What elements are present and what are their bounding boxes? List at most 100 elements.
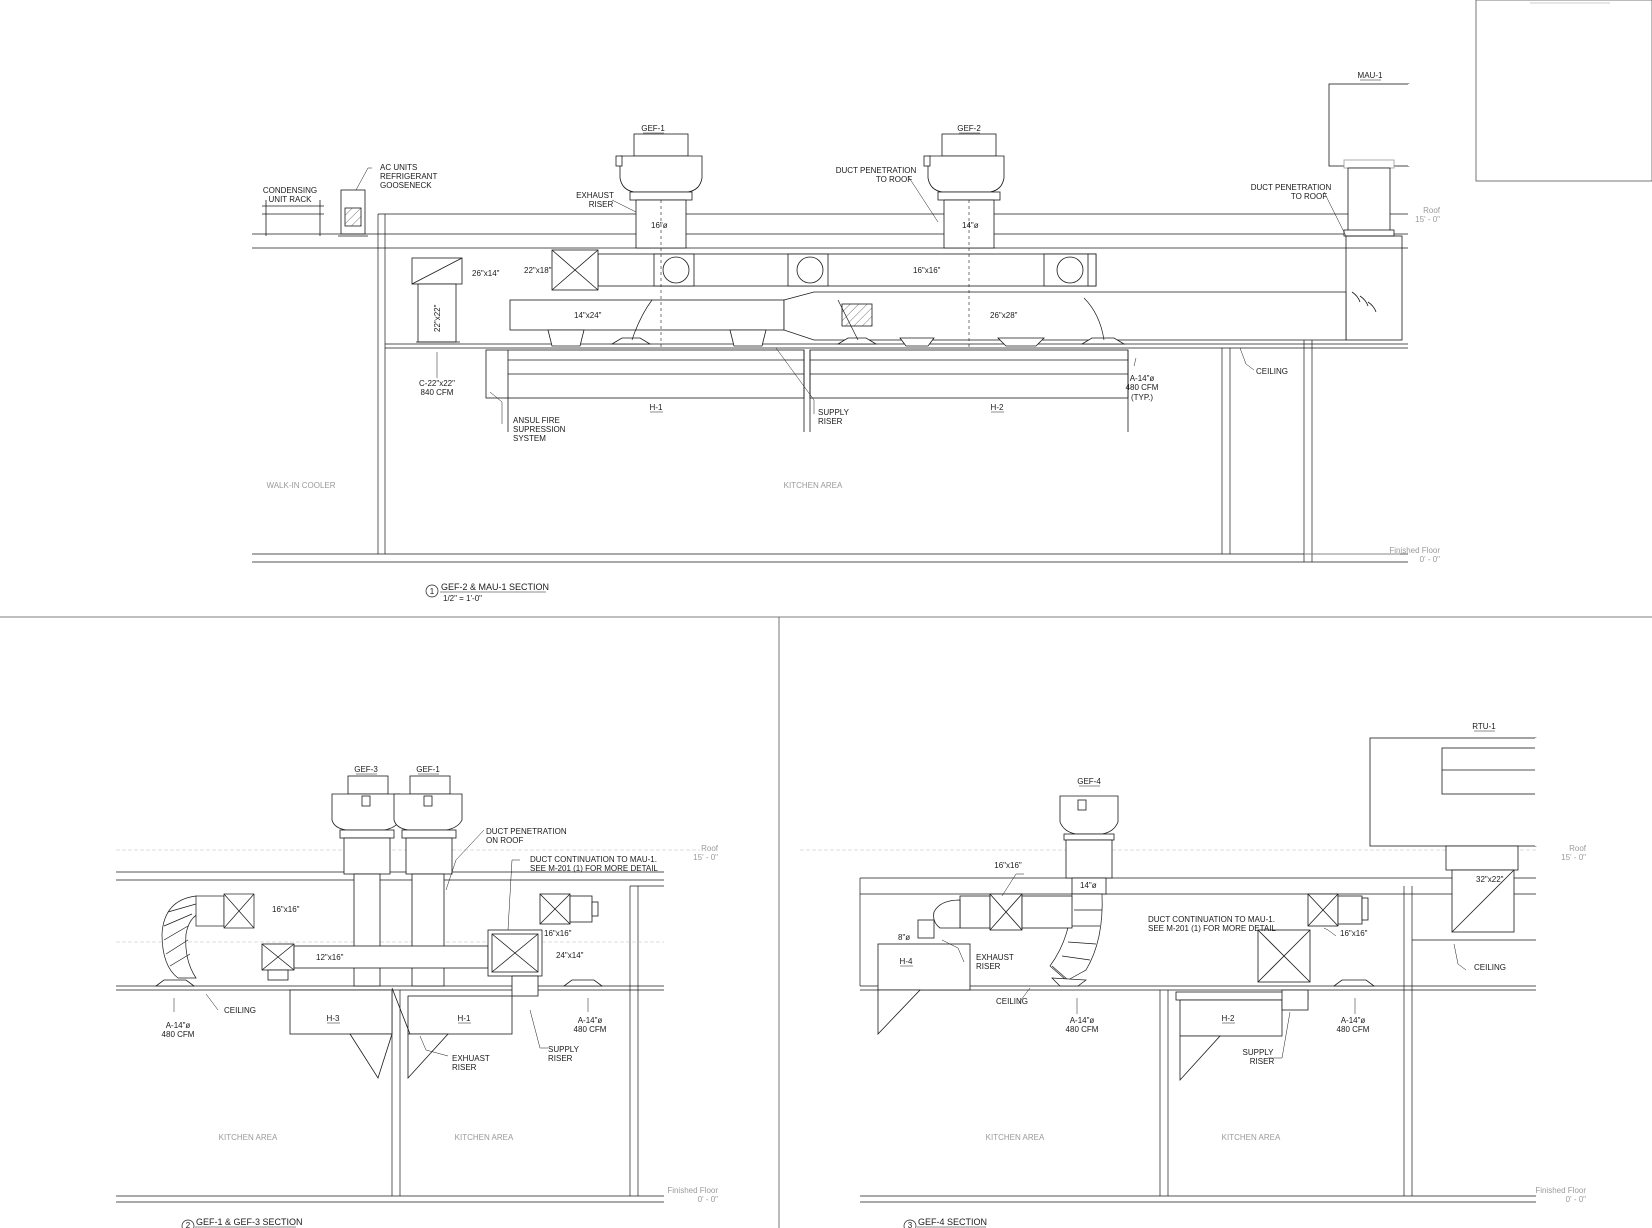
ceiling-label-b: CEILING [1474, 963, 1506, 972]
gef-2-label: GEF-2 [957, 124, 981, 133]
ceiling-diffusers [154, 979, 604, 987]
ansul-label-2: SUPRESSION [513, 425, 566, 434]
duct-pen-2-label-1: DUCT PENETRATION [1251, 183, 1332, 192]
hood-h2 [1175, 989, 1309, 1082]
rtu-1-label: RTU-1 [1472, 722, 1496, 731]
size-14x24: 14"x24" [574, 311, 602, 320]
duct-pen-1-label-1: DUCT PENETRATION [836, 166, 917, 175]
size-26x14: 26"x14" [472, 269, 500, 278]
section-3-title-block: 3 GEF-4 SECTION [903, 1217, 987, 1228]
h-1-label: H-1 [650, 403, 663, 412]
duct-cont-label-1: DUCT CONTINUATION TO MAU-1. [530, 855, 657, 864]
floor-level-label: Finished Floor [1389, 546, 1440, 555]
h-3-label: H-3 [327, 1014, 340, 1023]
section-1-labels: GEF-1 GEF-2 MAU-1 CONDENSING UNIT RACK A… [263, 71, 1441, 564]
gef-3-fan [331, 775, 401, 987]
roof-level-value: 15' - 0" [1561, 853, 1586, 862]
size-16-dia: 16"ø [651, 221, 668, 230]
floor-level-label: Finished Floor [667, 1186, 718, 1195]
duct-cont-label-2: SEE M-201 (1) FOR MORE DETAIL [1148, 924, 1276, 933]
section-1-scale: 1/2" = 1'-0" [443, 594, 482, 603]
ac-units-label-3: GOOSENECK [380, 181, 432, 190]
duct-pen-2-label-2: TO ROOF [1291, 192, 1327, 201]
duct-pen-label-2: ON ROOF [486, 836, 523, 845]
ceiling-diffusers [547, 329, 1126, 347]
size-14-dia: 14"ø [962, 221, 979, 230]
size-26x28: 26"x28" [990, 311, 1018, 320]
duct-pen-label-1: DUCT PENETRATION [486, 827, 567, 836]
exhaust-duct-12x16 [261, 943, 489, 981]
section-2-title-block: 2 GEF-1 & GEF-3 SECTION [181, 1217, 303, 1228]
size-8-dia: 8"ø [898, 933, 910, 942]
supply-equipment [1257, 893, 1369, 983]
a-right-label-2: 480 CFM [574, 1025, 607, 1034]
exhaust-riser-label-1: EXHUAST [452, 1054, 490, 1063]
roof-level-label: Roof [1569, 844, 1587, 853]
building-lines [859, 877, 1536, 1203]
size-14-dia: 14"ø [1080, 881, 1097, 890]
section-2-title: GEF-1 & GEF-3 SECTION [196, 1217, 303, 1227]
a-diffuser-label-1: A-14"ø [1130, 374, 1155, 383]
ansul-label-3: SYSTEM [513, 434, 546, 443]
condensing-unit-rack [262, 200, 324, 236]
size-16x16-a: 16"x16" [994, 861, 1022, 870]
ac-units-label-1: AC UNITS [380, 163, 417, 172]
roof-level-value: 15' - 0" [1415, 215, 1440, 224]
section-1-title-block: 1 GEF-2 & MAU-1 SECTION 1/2" = 1'-0" [425, 582, 549, 603]
kitchen-area-label-b: KITCHEN AREA [1222, 1133, 1281, 1142]
exhaust-riser-label-2: RISER [976, 962, 1001, 971]
mau-1-label: MAU-1 [1358, 71, 1383, 80]
kitchen-area-label-a: KITCHEN AREA [219, 1133, 278, 1142]
a-mid-label-2: 480 CFM [1066, 1025, 1099, 1034]
kitchen-hoods [485, 349, 1129, 432]
ceiling-label: CEILING [224, 1006, 256, 1015]
c-diffuser-label-1: C-22"x22" [419, 379, 455, 388]
ac-unit [338, 189, 368, 237]
section-3-title: GEF-4 SECTION [918, 1217, 987, 1227]
a-right-label-1: A-14"ø [578, 1016, 603, 1025]
supply-riser-label-2: RISER [1250, 1057, 1275, 1066]
ceiling-label-a: CEILING [996, 997, 1028, 1006]
a-right-label-2: 480 CFM [1337, 1025, 1370, 1034]
section-1-number: 1 [430, 587, 435, 596]
section-3-number: 3 [908, 1221, 913, 1228]
gef-4-fan [1059, 795, 1119, 895]
floor-level-value: 0' - 0" [698, 1195, 719, 1204]
rtu-1-unit [1369, 737, 1537, 933]
a-left-label-1: A-14"ø [166, 1021, 191, 1030]
gef-1-label: GEF-1 [641, 124, 665, 133]
h-2-label: H-2 [991, 403, 1004, 412]
section-1-gef2-mau1: GEF-1 GEF-2 MAU-1 CONDENSING UNIT RACK A… [252, 71, 1441, 603]
size-12x16: 12"x16" [316, 953, 344, 962]
a-right-label-1: A-14"ø [1341, 1016, 1366, 1025]
size-16x16-b: 16"x16" [544, 929, 572, 938]
section-3-gef4: GEF-4 RTU-1 16"x16" 14"ø 8"ø DUCT CONTIN… [800, 722, 1587, 1228]
gef-1-label: GEF-1 [416, 765, 440, 774]
supply-box [411, 257, 463, 343]
roof-level-value: 15' - 0" [693, 853, 718, 862]
size-22x22: 22"x22" [433, 304, 442, 332]
section-1-title: GEF-2 & MAU-1 SECTION [441, 582, 549, 592]
kitchen-hoods [289, 987, 513, 1080]
kitchen-area-label-b: KITCHEN AREA [455, 1133, 514, 1142]
a-left-label-2: 480 CFM [162, 1030, 195, 1039]
condensing-label-2: UNIT RACK [269, 195, 313, 204]
gef-3-label: GEF-3 [354, 765, 378, 774]
gef-4-label: GEF-4 [1077, 777, 1101, 786]
hood-h4 [877, 943, 971, 1035]
h-4-label: H-4 [900, 957, 913, 966]
exhaust-riser-label-1: EXHAUST [976, 953, 1014, 962]
ceiling-label: CEILING [1256, 367, 1288, 376]
supply-duct-lower [509, 291, 1347, 341]
floor-level-label: Finished Floor [1535, 1186, 1586, 1195]
supply-box-24x14 [487, 893, 599, 997]
building-lines [252, 213, 1408, 563]
a-mid-label-1: A-14"ø [1070, 1016, 1095, 1025]
duct-cont-label-2: SEE M-201 (1) FOR MORE DETAIL [530, 864, 658, 873]
exhaust-riser-label-2: RISER [589, 200, 614, 209]
duct-cont-label-1: DUCT CONTINUATION TO MAU-1. [1148, 915, 1275, 924]
section-2-labels: GEF-3 GEF-1 DUCT PENETRATION ON ROOF DUC… [162, 765, 719, 1204]
roof-level-label: Roof [1423, 206, 1441, 215]
